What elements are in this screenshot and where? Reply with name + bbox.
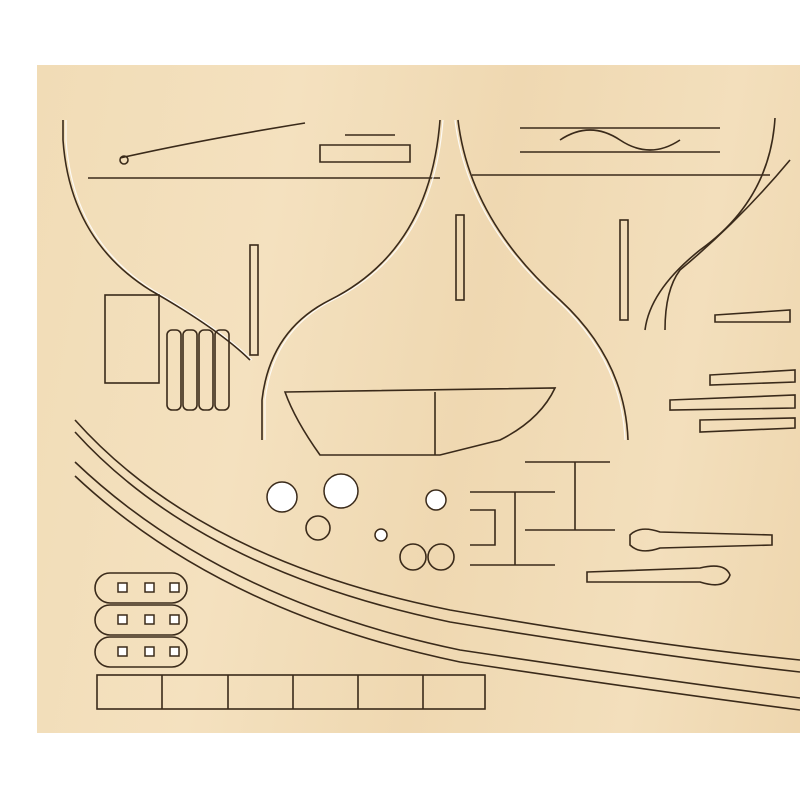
cannon-parts (586, 309, 796, 586)
grating-strips (166, 329, 230, 411)
vertical-bar (619, 219, 629, 321)
round-holes (266, 473, 455, 571)
hull-frame-left (62, 120, 440, 361)
vertical-bar (249, 244, 259, 356)
h-brackets (470, 461, 615, 566)
plywood-sheet (37, 65, 800, 733)
deck-plate (283, 387, 557, 456)
hull-frame-center (261, 119, 770, 441)
small-bracket-part (319, 134, 411, 163)
segmented-strip (96, 674, 486, 710)
vertical-bar (455, 214, 465, 301)
hull-frame-right (644, 117, 791, 331)
square-hole-rings (94, 572, 188, 668)
ornate-frieze (520, 127, 720, 153)
rectangle-plate (104, 294, 160, 384)
long-curved-strips (74, 419, 800, 711)
